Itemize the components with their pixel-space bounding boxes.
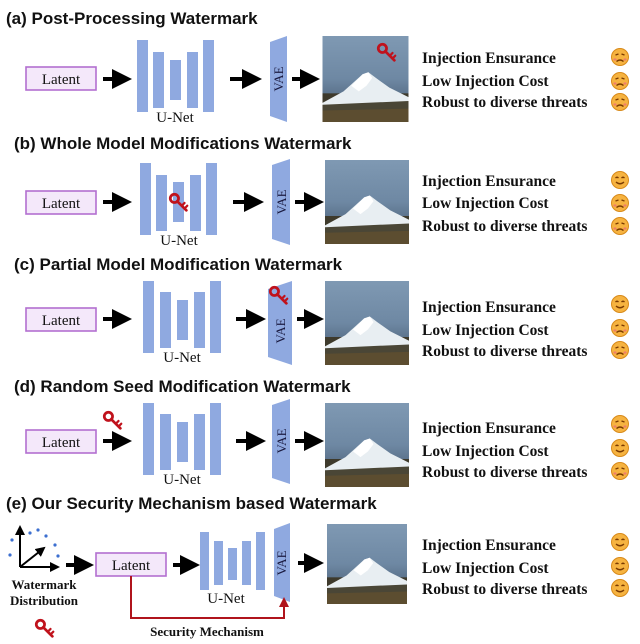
panel-d-title: (d) Random Seed Modification Watermark	[14, 377, 351, 396]
key-icon	[102, 410, 123, 430]
property-label: Robust to diverse threats	[422, 581, 587, 598]
unet-block	[143, 403, 221, 475]
property-label: Injection Ensurance	[422, 420, 556, 437]
property-label: Robust to diverse threats	[422, 218, 587, 235]
property-label: Injection Ensurance	[422, 50, 556, 67]
unet-block	[143, 281, 221, 353]
latent-label: Latent	[42, 435, 81, 451]
unet-block	[200, 532, 265, 590]
security-mechanism-path	[130, 576, 285, 619]
latent-box	[25, 307, 97, 332]
key-icon	[34, 618, 55, 638]
vae-label: VAE	[271, 66, 286, 91]
property-label: Robust to diverse threats	[422, 464, 587, 481]
vae-block	[272, 399, 290, 484]
latent-box	[25, 190, 97, 215]
panel-c-title: (c) Partial Model Modification Watermark	[14, 255, 343, 274]
vae-label: VAE	[274, 550, 289, 575]
security-mechanism-label: Security Mechanism	[150, 624, 264, 639]
latent-label: Latent	[42, 196, 81, 212]
panel-e: (e) Our Security Mechanism based Waterma…	[6, 494, 630, 639]
latent-label: Latent	[112, 558, 151, 574]
property-label: Injection Ensurance	[422, 537, 556, 554]
panel-e-title: (e) Our Security Mechanism based Waterma…	[6, 494, 377, 513]
unet-label: U-Net	[163, 472, 201, 488]
panel-a-title: (a) Post-Processing Watermark	[6, 9, 258, 28]
property-label: Low Injection Cost	[422, 73, 549, 90]
latent-box	[25, 429, 97, 454]
panel-a: (a) Post-Processing Watermark Latent U-N…	[6, 9, 630, 126]
sad-face-icon	[610, 461, 630, 481]
property-label: Robust to diverse threats	[422, 94, 587, 111]
watermark-distribution-label: Watermark	[12, 577, 78, 592]
panel-d: (d) Random Seed Modification Watermark L…	[14, 377, 630, 488]
unet-label: U-Net	[207, 591, 245, 607]
property-label: Low Injection Cost	[422, 195, 549, 212]
happy-face-icon	[610, 294, 630, 314]
sad-face-icon	[610, 92, 630, 112]
vae-label: VAE	[273, 318, 288, 343]
unet-label: U-Net	[163, 350, 201, 366]
happy-face-icon	[610, 578, 630, 598]
panel-b: (b) Whole Model Modifications Watermark …	[14, 134, 630, 249]
generated-image	[325, 160, 409, 244]
vae-block	[274, 523, 290, 602]
sad-face-icon	[610, 216, 630, 236]
property-label: Low Injection Cost	[422, 560, 549, 577]
panel-c: (c) Partial Model Modification Watermark…	[14, 255, 630, 366]
vae-label: VAE	[274, 189, 289, 214]
property-label: Robust to diverse threats	[422, 343, 587, 360]
sad-face-icon	[610, 47, 630, 67]
property-label: Injection Ensurance	[422, 173, 556, 190]
vae-block	[272, 159, 290, 245]
sad-face-icon	[610, 318, 630, 338]
sad-face-icon	[610, 340, 630, 360]
generated-image	[325, 281, 409, 365]
happy-face-icon	[610, 532, 630, 552]
generated-image	[322, 36, 409, 122]
happy-face-icon	[610, 556, 630, 576]
unet-block	[137, 40, 214, 112]
sad-face-icon	[610, 414, 630, 434]
happy-face-icon	[610, 170, 630, 190]
property-label: Low Injection Cost	[422, 443, 549, 460]
vae-label: VAE	[274, 428, 289, 453]
unet-label: U-Net	[156, 110, 194, 126]
unet-label: U-Net	[160, 233, 198, 249]
generated-image	[325, 403, 409, 487]
generated-image	[327, 524, 407, 604]
panel-b-title: (b) Whole Model Modifications Watermark	[14, 134, 352, 153]
latent-label: Latent	[42, 72, 81, 88]
sad-face-icon	[610, 193, 630, 213]
vae-block	[270, 36, 287, 122]
latent-box	[25, 66, 97, 91]
happy-face-icon	[610, 438, 630, 458]
property-label: Injection Ensurance	[422, 299, 556, 316]
latent-label: Latent	[42, 313, 81, 329]
sad-face-icon	[610, 71, 630, 91]
watermark-distribution-icon	[8, 525, 60, 572]
security-arrowhead	[279, 597, 289, 607]
property-label: Low Injection Cost	[422, 322, 549, 339]
watermark-distribution-label: Distribution	[10, 593, 79, 608]
